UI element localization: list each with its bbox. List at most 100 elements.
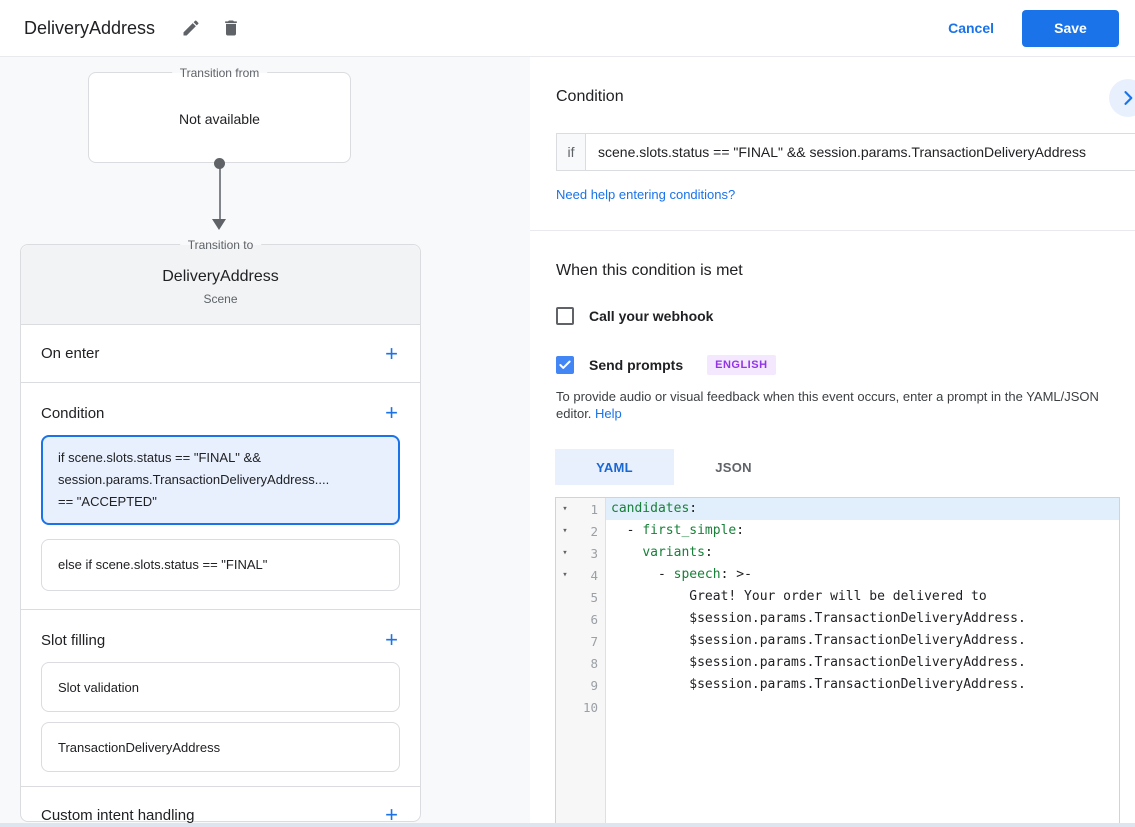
editor-tabs: YAML JSON — [555, 449, 1135, 485]
code-text: $session.params.TransactionDeliveryAddre… — [611, 655, 1026, 670]
line-number: 9 — [590, 677, 598, 693]
line-number: 1 — [590, 501, 598, 517]
code-text: - first_simple: — [611, 523, 745, 538]
tab-json[interactable]: JSON — [715, 459, 752, 475]
condition-box-selected[interactable]: if scene.slots.status == "FINAL" &&sessi… — [41, 435, 400, 525]
slot-box[interactable]: Slot validation — [41, 662, 400, 712]
condition-box[interactable]: else if scene.slots.status == "FINAL" — [41, 539, 400, 591]
editor-gutter: 5 — [556, 586, 606, 608]
add-slot-icon[interactable]: + — [385, 627, 398, 652]
header-bar: DeliveryAddress Cancel Save — [0, 0, 1135, 57]
fold-arrow-icon[interactable]: ▾ — [562, 504, 568, 514]
transition-from-box: Transition from Not available — [88, 65, 351, 163]
slot-filling-label: Slot filling — [41, 631, 106, 649]
when-met-title: When this condition is met — [556, 262, 743, 279]
section-divider — [530, 230, 1135, 231]
code-line[interactable]: ▾4 - speech: >- — [556, 564, 1119, 586]
scene-name: DeliveryAddress — [162, 268, 279, 285]
save-button[interactable]: Save — [1022, 9, 1119, 47]
condition-expression-input[interactable]: scene.slots.status == "FINAL" && session… — [585, 133, 1135, 171]
add-on-enter-icon[interactable]: + — [385, 340, 398, 366]
custom-intent-label: Custom intent handling — [41, 806, 195, 824]
send-prompts-row: Send prompts ENGLISH — [556, 355, 1135, 375]
editor-gutter: 10 — [556, 696, 606, 718]
code-empty-area — [606, 718, 1119, 823]
code-text: variants: — [642, 545, 713, 560]
diagram-pane: Transition from Not available Transition… — [0, 57, 530, 823]
code-line[interactable]: 8 $session.params.TransactionDeliveryAdd… — [556, 652, 1119, 674]
code-text: $session.params.TransactionDeliveryAddre… — [611, 677, 1026, 692]
condition-detail-pane: Condition if scene.slots.status == "FINA… — [530, 57, 1135, 823]
code-line[interactable]: 9 $session.params.TransactionDeliveryAdd… — [556, 674, 1119, 696]
editor-gutter — [556, 718, 606, 823]
editor-gutter: 7 — [556, 630, 606, 652]
condition-panel-title: Condition — [556, 88, 624, 105]
line-number: 7 — [590, 633, 598, 649]
add-custom-intent-icon[interactable]: + — [385, 802, 398, 824]
add-condition-icon[interactable]: + — [385, 400, 398, 425]
editor-gutter: ▾1 — [556, 498, 606, 520]
chevron-right-icon — [1124, 91, 1133, 105]
connector-arrowhead-icon — [212, 219, 226, 230]
fold-arrow-icon[interactable]: ▾ — [562, 526, 568, 536]
on-enter-label: On enter — [41, 345, 100, 362]
code-text: $session.params.TransactionDeliveryAddre… — [611, 633, 1026, 648]
line-number: 10 — [582, 699, 598, 715]
on-enter-section[interactable]: On enter + — [21, 325, 420, 382]
code-text: $session.params.TransactionDeliveryAddre… — [611, 611, 1026, 626]
condition-section: Condition + if scene.slots.status == "FI… — [21, 382, 420, 609]
help-link[interactable]: Help — [595, 406, 622, 421]
call-webhook-label: Call your webhook — [589, 308, 714, 324]
transition-to-legend: Transition to — [179, 237, 262, 253]
cancel-button[interactable]: Cancel — [948, 20, 994, 36]
delete-icon[interactable] — [215, 12, 247, 44]
connector-dot — [214, 158, 225, 169]
connector-line — [218, 163, 221, 220]
edit-icon[interactable] — [175, 12, 207, 44]
checkmark-icon — [559, 360, 571, 369]
tab-yaml[interactable]: YAML — [555, 449, 674, 485]
scene-type-label: Scene — [203, 292, 238, 306]
editor-gutter: 8 — [556, 652, 606, 674]
line-number: 8 — [590, 655, 598, 671]
code-line[interactable]: 7 $session.params.TransactionDeliveryAdd… — [556, 630, 1119, 652]
code-line[interactable]: ▾3 variants: — [556, 542, 1119, 564]
custom-intent-section[interactable]: Custom intent handling + — [21, 786, 420, 823]
code-text: candidates: — [606, 498, 1119, 520]
scene-card: Transition to DeliveryAddress Scene On e… — [20, 237, 421, 823]
slot-box[interactable]: TransactionDeliveryAddress — [41, 722, 400, 772]
call-webhook-checkbox[interactable] — [556, 307, 574, 325]
fold-arrow-icon[interactable]: ▾ — [562, 570, 568, 580]
transition-from-legend: Transition from — [171, 65, 268, 81]
language-badge: ENGLISH — [707, 355, 776, 375]
collapse-panel-button[interactable] — [1109, 79, 1135, 117]
editor-gutter: ▾4 — [556, 564, 606, 586]
line-number: 3 — [590, 545, 598, 561]
bottom-scroll-strip — [0, 823, 1135, 827]
code-line[interactable]: 10 — [556, 696, 1119, 718]
fold-arrow-icon[interactable]: ▾ — [562, 548, 568, 558]
send-prompts-label: Send prompts — [589, 357, 684, 373]
line-number: 5 — [590, 589, 598, 605]
editor-gutter: 9 — [556, 674, 606, 696]
page-title: DeliveryAddress — [24, 17, 156, 38]
code-line[interactable]: ▾2 - first_simple: — [556, 520, 1119, 542]
code-line[interactable]: 5 Great! Your order will be delivered to — [556, 586, 1119, 608]
send-prompts-checkbox[interactable] — [556, 356, 574, 374]
condition-section-label: Condition — [41, 404, 105, 422]
description-text: To provide audio or visual feedback when… — [556, 389, 1099, 421]
code-text — [606, 696, 1119, 718]
conditions-help-link[interactable]: Need help entering conditions? — [556, 187, 736, 202]
code-line[interactable]: 6 $session.params.TransactionDeliveryAdd… — [556, 608, 1119, 630]
editor-gutter: ▾2 — [556, 520, 606, 542]
line-number: 4 — [590, 567, 598, 583]
scene-card-header: DeliveryAddress Scene — [21, 245, 420, 325]
line-number: 6 — [590, 611, 598, 627]
code-text: Great! Your order will be delivered to — [611, 589, 987, 604]
editor-gutter: ▾3 — [556, 542, 606, 564]
if-prefix-label: if — [556, 133, 585, 171]
